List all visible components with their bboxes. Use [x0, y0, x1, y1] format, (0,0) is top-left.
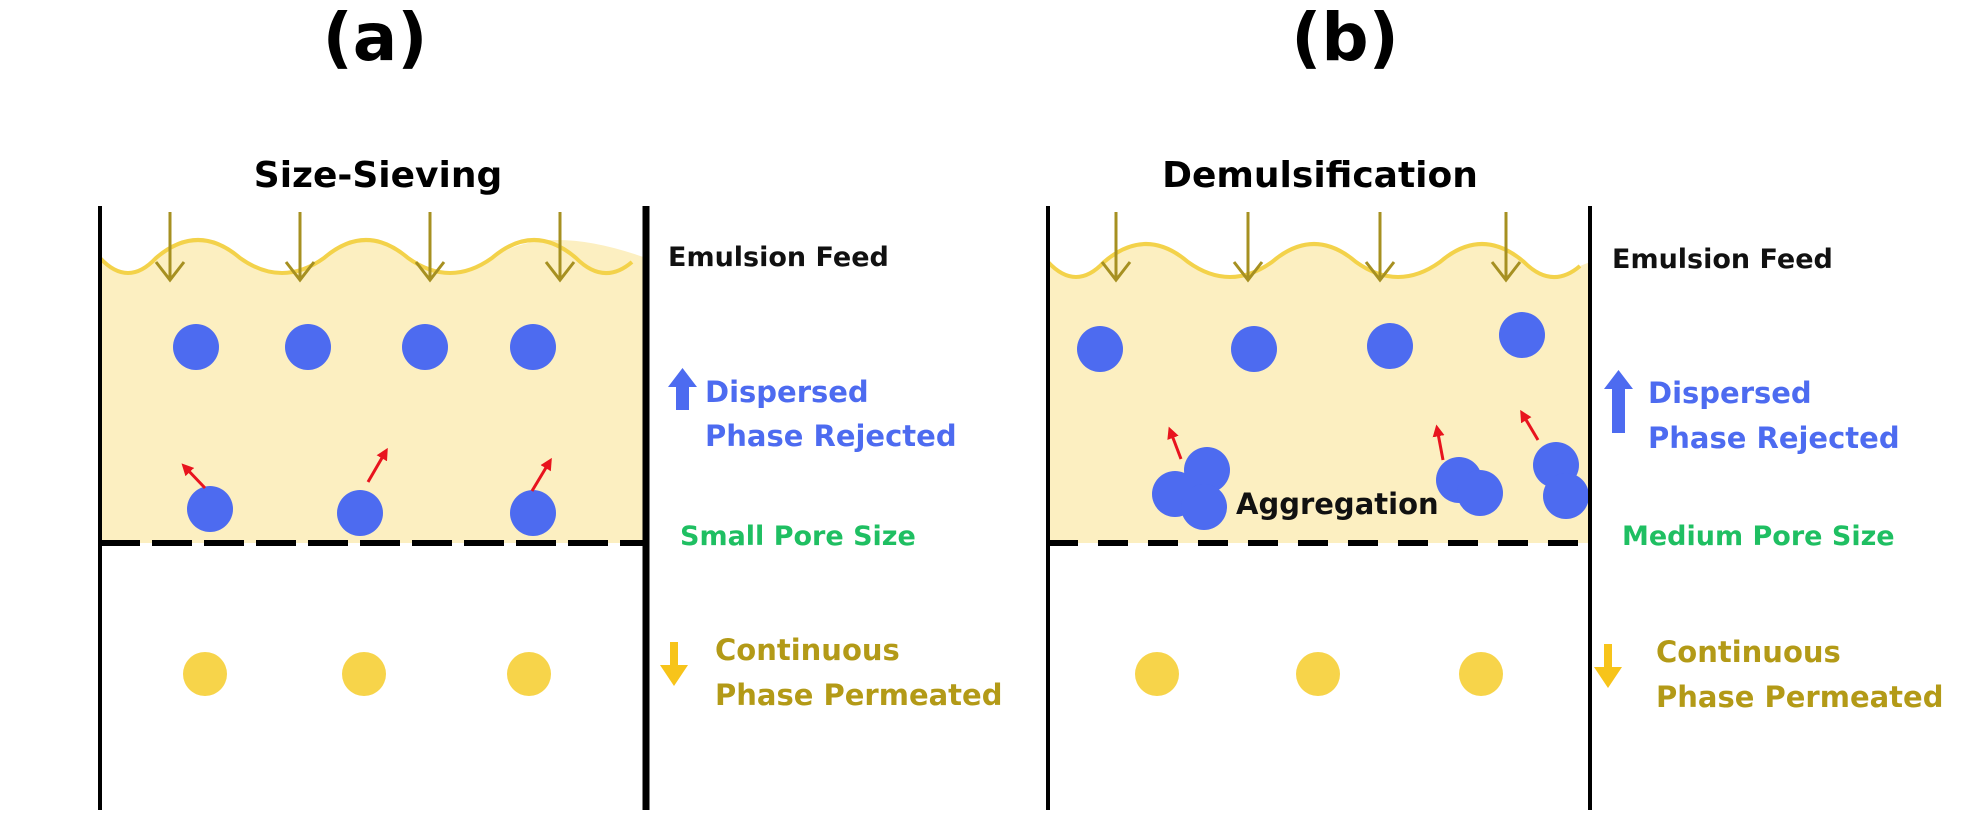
panel-a-dispersed-label-line2: Phase Rejected — [705, 419, 957, 453]
red-arrow-icon — [530, 457, 552, 492]
dispersed-droplet — [173, 324, 219, 370]
dispersed-droplet — [1499, 312, 1545, 358]
continuous-droplet — [1459, 652, 1503, 696]
continuous-droplet — [1135, 652, 1179, 696]
panel-b-dispersed-label-line1: Dispersed — [1648, 376, 1812, 410]
down-arrow-icon — [1490, 212, 1522, 283]
panel-b-dispersed-label-line2: Phase Rejected — [1648, 421, 1900, 455]
dispersed-droplet — [402, 324, 448, 370]
panel-a-dispersed-droplets — [173, 324, 556, 536]
panel-a-continuous-label-line2: Phase Permeated — [715, 678, 1002, 712]
down-arrow-icon — [1594, 644, 1622, 688]
panel-a-feed-arrows — [154, 212, 576, 283]
down-arrow-icon — [1100, 212, 1132, 283]
dispersed-droplet — [1231, 326, 1277, 372]
red-arrow-icon — [366, 447, 388, 483]
panel-a-feed-label: Emulsion Feed — [668, 242, 889, 273]
continuous-droplet — [1296, 652, 1340, 696]
red-arrow-icon — [1167, 426, 1183, 460]
down-arrow-icon — [660, 642, 688, 686]
down-arrow-icon — [544, 212, 576, 283]
dispersed-droplet — [337, 490, 383, 536]
panel-b-letter: (b) — [1291, 0, 1399, 76]
panel-b-pore-label: Medium Pore Size — [1622, 521, 1895, 552]
panel-b-aggregate-cluster — [1436, 457, 1503, 516]
panel-a-dispersed-label-line1: Dispersed — [705, 375, 869, 409]
red-arrow-icon — [1520, 409, 1540, 441]
panel-b-continuous-droplets — [1135, 652, 1503, 696]
up-arrow-icon — [668, 368, 697, 410]
panel-a-deflect-arrows — [181, 447, 552, 492]
panel-a-letter: (a) — [323, 0, 428, 76]
continuous-droplet — [342, 652, 386, 696]
panel-b-feed-arrows — [1100, 212, 1522, 283]
panel-b-continuous-label-line2: Phase Permeated — [1656, 680, 1943, 714]
dispersed-droplet — [1457, 470, 1503, 516]
dispersed-droplet — [510, 490, 556, 536]
panel-b-feed-label: Emulsion Feed — [1612, 244, 1833, 275]
down-arrow-icon — [154, 212, 186, 283]
panel-a-continuous-droplets — [183, 652, 551, 696]
dispersed-droplet — [187, 486, 233, 532]
continuous-droplet — [507, 652, 551, 696]
panel-b-deflect-arrows — [1167, 409, 1540, 461]
red-arrow-icon — [181, 463, 207, 490]
dispersed-droplet — [1077, 326, 1123, 372]
panel-b-aggregation-label: Aggregation — [1236, 487, 1439, 521]
dispersed-droplet — [285, 324, 331, 370]
panel-a-pore-label: Small Pore Size — [680, 521, 916, 552]
panel-b: (b) Demulsification — [1046, 0, 1943, 810]
panel-a-emulsion-region — [100, 240, 646, 543]
red-arrow-icon — [1432, 424, 1445, 461]
dispersed-droplet — [1543, 473, 1589, 519]
panel-b-dispersed-droplets — [1077, 312, 1545, 372]
dispersed-droplet — [510, 324, 556, 370]
panel-b-aggregate-cluster — [1152, 447, 1230, 530]
panel-a-continuous-label-line1: Continuous — [715, 633, 900, 667]
panel-b-title: Demulsification — [1162, 155, 1478, 196]
panel-a-title: Size-Sieving — [254, 155, 502, 196]
down-arrow-icon — [284, 212, 316, 283]
dispersed-droplet — [1184, 447, 1230, 493]
continuous-droplet — [183, 652, 227, 696]
up-arrow-icon — [1604, 370, 1633, 433]
panel-a: (a) Size-Sieving — [98, 0, 1002, 810]
panel-b-aggregate-cluster — [1533, 442, 1589, 519]
panel-b-continuous-label-line1: Continuous — [1656, 635, 1841, 669]
down-arrow-icon — [1232, 212, 1264, 283]
dispersed-droplet — [1367, 323, 1413, 369]
down-arrow-icon — [1364, 212, 1396, 283]
down-arrow-icon — [414, 212, 446, 283]
dispersed-droplet — [1181, 484, 1227, 530]
